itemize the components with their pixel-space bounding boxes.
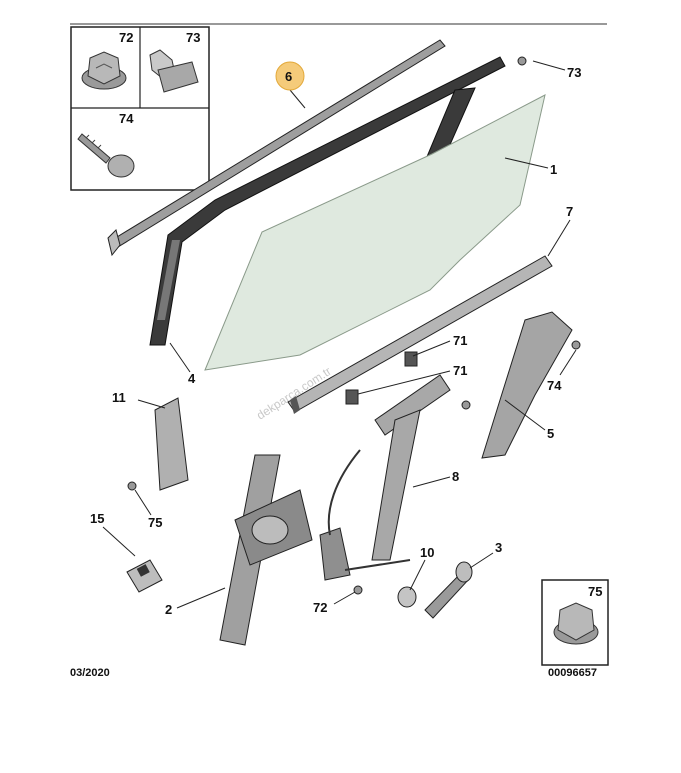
diagram-date: 03/2020 xyxy=(70,667,110,679)
callout-72: 72 xyxy=(313,600,327,615)
callout-3: 3 xyxy=(495,540,502,555)
diagram-code: 00096657 xyxy=(548,667,597,679)
inset-label-72: 72 xyxy=(119,30,133,45)
callout-2: 2 xyxy=(165,602,172,617)
callout-1: 1 xyxy=(550,162,557,177)
callout-15: 15 xyxy=(90,511,104,526)
callout-4: 4 xyxy=(188,371,196,386)
flange-nut-72 xyxy=(81,51,127,90)
callout-10: 10 xyxy=(420,545,434,560)
callout-11: 11 xyxy=(112,390,126,405)
screw-74-on-part xyxy=(571,340,581,350)
callout-71-upper: 71 xyxy=(453,333,467,348)
bracket-11 xyxy=(154,397,189,491)
window-switch-15 xyxy=(126,559,163,593)
callout-8: 8 xyxy=(452,469,459,484)
window-regulator-2 xyxy=(219,454,313,646)
callout-75: 75 xyxy=(148,515,162,530)
screw-74 xyxy=(77,133,135,178)
window-crank-3 xyxy=(424,561,473,619)
callout-7: 7 xyxy=(566,204,573,219)
window-regulator-8 xyxy=(319,374,451,581)
callout-6-highlight xyxy=(275,61,305,91)
trim-clip-73 xyxy=(149,49,199,93)
inset-label-74: 74 xyxy=(119,111,134,126)
inset-label-73: 73 xyxy=(186,30,200,45)
inner-belt-strip-7 xyxy=(287,255,553,414)
bolt-on-regulator xyxy=(461,400,471,410)
nut-inset-box-75: 75 xyxy=(541,579,609,666)
guide-bracket-5 xyxy=(481,311,573,459)
callout-73: 73 xyxy=(567,65,581,80)
callout-71-lower: 71 xyxy=(453,363,467,378)
glass-clip-71a xyxy=(404,351,418,367)
door-glass-1 xyxy=(204,94,546,371)
inset-label-75: 75 xyxy=(588,584,602,599)
nut-72-on-part xyxy=(353,585,363,595)
leader-lines xyxy=(102,60,577,609)
outer-belt-strip-6 xyxy=(107,39,446,257)
clip-73-on-part xyxy=(517,56,527,66)
spacer-10 xyxy=(397,586,417,608)
fastener-inset-box: 72 73 74 xyxy=(70,26,210,191)
callout-5: 5 xyxy=(547,426,554,441)
callout-74: 74 xyxy=(547,378,562,393)
callout-6: 6 xyxy=(285,69,292,84)
glass-clip-71b xyxy=(345,389,359,405)
nut-75-on-part xyxy=(127,481,137,491)
